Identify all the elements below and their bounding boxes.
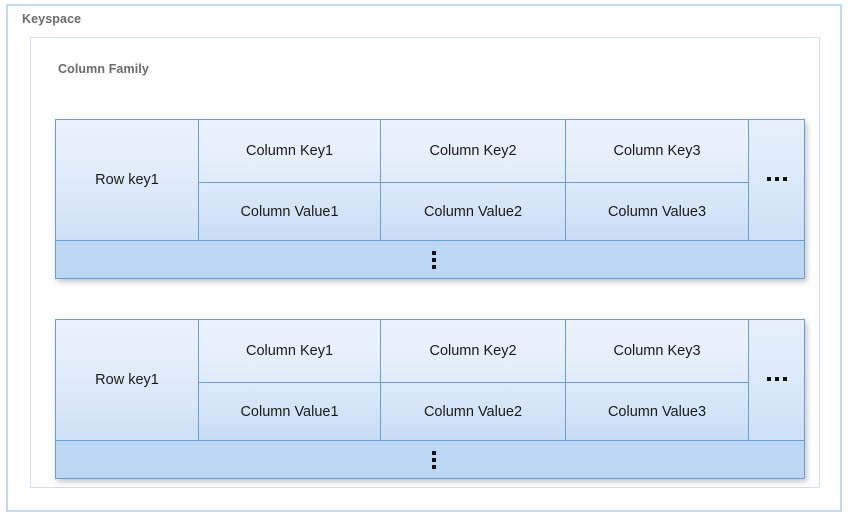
more-rows-bar bbox=[55, 440, 805, 479]
column-pair: Column Key1 Column Value1 bbox=[199, 320, 381, 440]
column-pair: Column Key3 Column Value3 bbox=[566, 320, 749, 440]
row-block-main: Row key1 Column Key1 Column Value1 Colum… bbox=[55, 319, 805, 440]
keyspace-label: Keyspace bbox=[22, 12, 82, 26]
column-pairs: Column Key1 Column Value1 Column Key2 Co… bbox=[199, 120, 749, 240]
column-pair: Column Key3 Column Value3 bbox=[566, 120, 749, 240]
column-value-cell: Column Value3 bbox=[566, 383, 748, 440]
horizontal-ellipsis-icon bbox=[766, 177, 787, 181]
column-key-cell: Column Key3 bbox=[566, 120, 748, 183]
row-key-cell: Row key1 bbox=[56, 320, 199, 440]
row-block-main: Row key1 Column Key1 Column Value1 Colum… bbox=[55, 119, 805, 240]
column-value-cell: Column Value3 bbox=[566, 183, 748, 240]
more-rows-bar bbox=[55, 240, 805, 279]
column-key-cell: Column Key2 bbox=[381, 320, 565, 383]
column-value-cell: Column Value2 bbox=[381, 183, 565, 240]
column-value-cell: Column Value1 bbox=[199, 383, 380, 440]
column-family-label: Column Family bbox=[58, 62, 149, 76]
row-block: Row key1 Column Key1 Column Value1 Colum… bbox=[55, 319, 805, 479]
column-pair: Column Key1 Column Value1 bbox=[199, 120, 381, 240]
vertical-ellipsis-icon bbox=[432, 250, 436, 269]
column-value-cell: Column Value1 bbox=[199, 183, 380, 240]
more-columns-cell bbox=[749, 120, 804, 240]
column-pairs: Column Key1 Column Value1 Column Key2 Co… bbox=[199, 320, 749, 440]
column-key-cell: Column Key2 bbox=[381, 120, 565, 183]
more-columns-cell bbox=[749, 320, 804, 440]
vertical-ellipsis-icon bbox=[432, 450, 436, 469]
column-value-cell: Column Value2 bbox=[381, 383, 565, 440]
horizontal-ellipsis-icon bbox=[766, 377, 787, 381]
column-pair: Column Key2 Column Value2 bbox=[381, 120, 566, 240]
column-key-cell: Column Key1 bbox=[199, 320, 380, 383]
column-key-cell: Column Key3 bbox=[566, 320, 748, 383]
column-key-cell: Column Key1 bbox=[199, 120, 380, 183]
row-key-cell: Row key1 bbox=[56, 120, 199, 240]
column-pair: Column Key2 Column Value2 bbox=[381, 320, 566, 440]
row-block: Row key1 Column Key1 Column Value1 Colum… bbox=[55, 119, 805, 279]
